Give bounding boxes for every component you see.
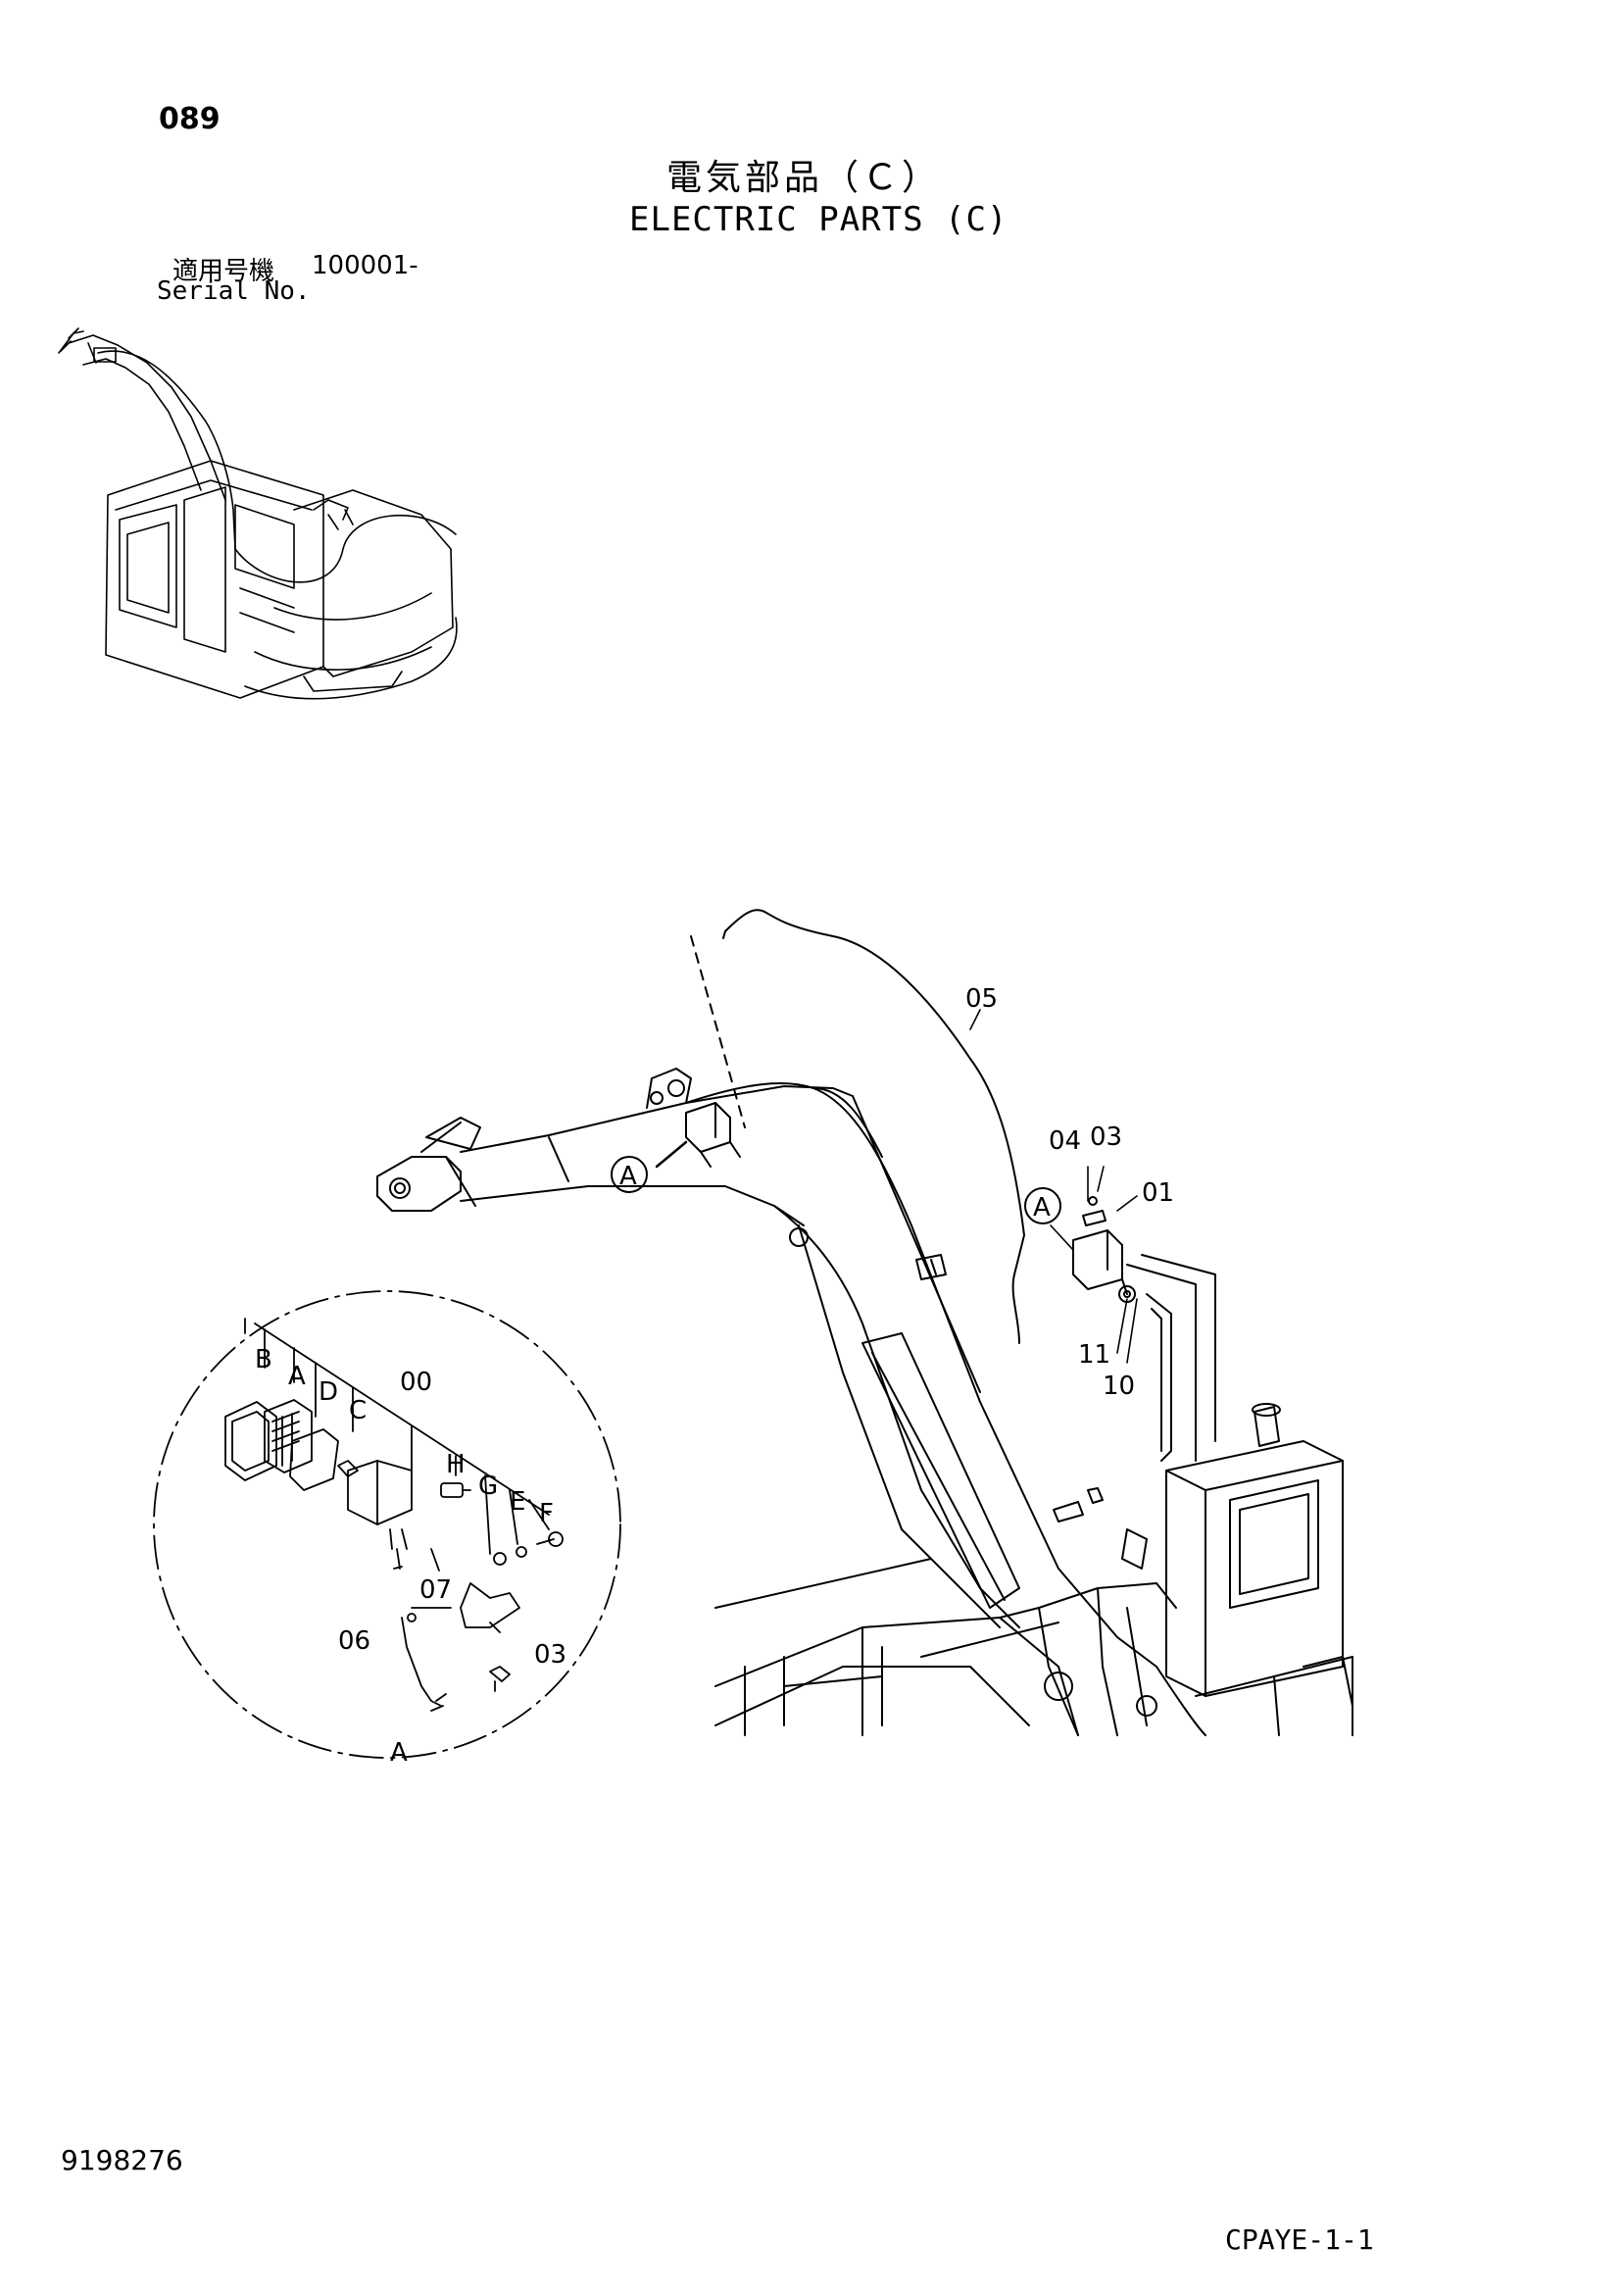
callout-04: 04 bbox=[1049, 1126, 1081, 1156]
reference-marker-a-right-label: A bbox=[1033, 1193, 1051, 1223]
callout-06: 06 bbox=[338, 1626, 370, 1656]
page-title-japanese: 電気部品（Ｃ） bbox=[666, 158, 942, 198]
callout-detail-a: A bbox=[288, 1362, 306, 1391]
page-title-english: ELECTRIC PARTS (C) bbox=[629, 200, 1008, 239]
callout-00: 00 bbox=[400, 1368, 432, 1397]
callout-01: 01 bbox=[1142, 1178, 1174, 1208]
excavator-overview-illustration bbox=[58, 327, 458, 700]
serial-range: 100001- bbox=[312, 251, 418, 280]
callout-detail-e: E bbox=[510, 1487, 525, 1517]
reference-marker-a-boom-label: A bbox=[619, 1162, 637, 1191]
serial-label-japanese: 適用号機 bbox=[172, 257, 275, 286]
callout-05: 05 bbox=[965, 984, 998, 1014]
callout-03-top: 03 bbox=[1090, 1123, 1122, 1152]
callout-detail-f: F bbox=[539, 1499, 554, 1528]
boom-assembly-illustration bbox=[376, 909, 1353, 1736]
serial-label-english: Serial No. bbox=[157, 276, 311, 306]
reference-marker-a-boom: A bbox=[611, 1156, 648, 1193]
page-number: 089 bbox=[159, 102, 221, 136]
callout-leaders bbox=[969, 1009, 1138, 1364]
detail-view-a bbox=[153, 1290, 621, 1759]
callout-07: 07 bbox=[419, 1575, 452, 1605]
callout-detail-c: C bbox=[349, 1396, 367, 1425]
detail-view-label: A bbox=[390, 1738, 408, 1768]
callout-labels: 05 04 03 01 11 10 B A D C 00 H G E F 07 … bbox=[255, 984, 1174, 1768]
reference-marker-a-right: A bbox=[1024, 1187, 1061, 1224]
callout-10: 10 bbox=[1103, 1372, 1135, 1401]
callout-detail-h: H bbox=[446, 1450, 466, 1479]
callout-detail-d: D bbox=[319, 1377, 338, 1407]
catalog-code: CPAYE-1-1 bbox=[1225, 2223, 1374, 2256]
callout-detail-g: G bbox=[478, 1472, 498, 1501]
callout-detail-b: B bbox=[255, 1345, 272, 1374]
document-number: 9198276 bbox=[61, 2144, 183, 2176]
callout-03-bottom: 03 bbox=[534, 1640, 566, 1670]
callout-11: 11 bbox=[1078, 1340, 1110, 1370]
